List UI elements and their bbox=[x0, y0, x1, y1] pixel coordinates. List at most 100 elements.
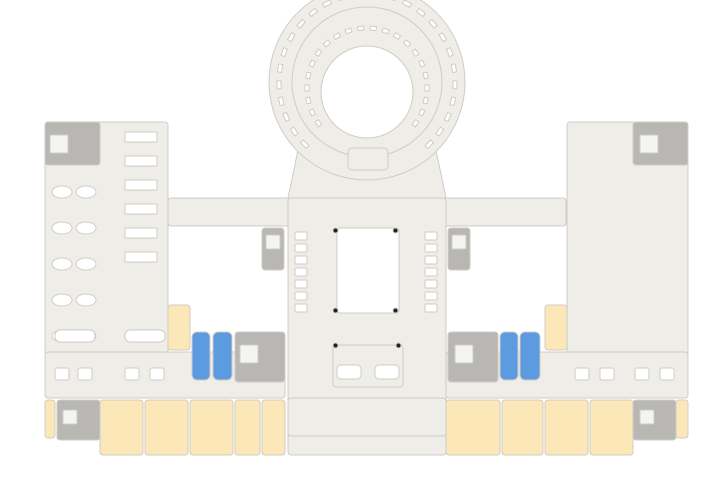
elevator bbox=[639, 134, 659, 154]
lounge-seating bbox=[124, 329, 166, 343]
office-room bbox=[544, 304, 568, 351]
round-table bbox=[51, 221, 73, 235]
office-room bbox=[234, 399, 261, 456]
table-set bbox=[54, 367, 70, 381]
desk-row bbox=[124, 203, 158, 215]
stage bbox=[347, 147, 389, 171]
office-room bbox=[544, 399, 589, 456]
desk bbox=[294, 303, 308, 313]
seat-outer bbox=[307, 7, 319, 18]
seat-outer bbox=[450, 63, 458, 74]
pool bbox=[519, 331, 541, 381]
seat-outer bbox=[277, 96, 285, 107]
reception-desk bbox=[336, 364, 362, 380]
seat-outer bbox=[286, 32, 296, 43]
desk-row bbox=[124, 227, 158, 239]
round-table bbox=[51, 293, 73, 307]
seat-outer bbox=[280, 47, 289, 58]
elevator bbox=[454, 344, 474, 364]
office-room bbox=[189, 399, 234, 456]
round-table bbox=[75, 293, 97, 307]
seat-inner bbox=[411, 48, 420, 58]
elevator bbox=[639, 409, 655, 425]
seat-inner bbox=[308, 108, 316, 117]
seat-inner bbox=[305, 96, 312, 105]
elevator bbox=[49, 134, 69, 154]
table-set bbox=[149, 367, 165, 381]
table-set bbox=[634, 367, 650, 381]
seat-inner bbox=[369, 25, 378, 32]
seat-outer bbox=[276, 63, 284, 74]
desk bbox=[294, 255, 308, 265]
elevator bbox=[62, 409, 78, 425]
seat-inner bbox=[308, 59, 316, 68]
office-room bbox=[167, 304, 191, 351]
desk bbox=[294, 231, 308, 241]
reception-desk bbox=[374, 364, 400, 380]
desk bbox=[424, 279, 438, 289]
table-set bbox=[124, 367, 140, 381]
seat-outer bbox=[449, 96, 457, 107]
round-table bbox=[51, 257, 73, 271]
pool bbox=[212, 331, 233, 381]
seat-inner bbox=[314, 48, 323, 58]
desk bbox=[294, 279, 308, 289]
column bbox=[332, 307, 339, 314]
seat-outer bbox=[282, 111, 291, 123]
furniture bbox=[51, 131, 675, 381]
round-table bbox=[75, 185, 97, 199]
office-room bbox=[445, 399, 501, 456]
seat-outer bbox=[401, 0, 413, 8]
desk-row bbox=[124, 251, 158, 263]
desk bbox=[424, 231, 438, 241]
seat-outer bbox=[415, 7, 427, 18]
desk-row bbox=[124, 155, 158, 167]
office-room bbox=[501, 399, 544, 456]
desk bbox=[294, 291, 308, 301]
seat-inner bbox=[314, 118, 323, 128]
floor-areas bbox=[44, 121, 689, 456]
rooms bbox=[44, 121, 689, 456]
seat-inner bbox=[356, 25, 365, 32]
seat-inner bbox=[304, 84, 310, 92]
seat-outer bbox=[435, 126, 445, 137]
table-set bbox=[599, 367, 615, 381]
elevator bbox=[239, 344, 259, 364]
seat-outer bbox=[428, 18, 438, 29]
seat-outer bbox=[289, 126, 299, 137]
seat-outer bbox=[445, 47, 454, 58]
desk bbox=[424, 255, 438, 265]
seat-outer bbox=[296, 18, 306, 29]
column bbox=[392, 307, 399, 314]
office-room bbox=[261, 399, 286, 456]
round-table bbox=[75, 221, 97, 235]
seat-inner bbox=[305, 71, 312, 80]
pool bbox=[191, 331, 211, 381]
office-room bbox=[99, 399, 144, 456]
office-room bbox=[44, 399, 56, 439]
seat-inner bbox=[402, 39, 412, 48]
office-room bbox=[675, 399, 689, 439]
desk-row bbox=[124, 131, 158, 143]
seat-outer bbox=[299, 139, 310, 150]
desk bbox=[424, 303, 438, 313]
table-set bbox=[659, 367, 675, 381]
seat-inner bbox=[411, 118, 420, 128]
seat-inner bbox=[424, 84, 430, 92]
column bbox=[392, 227, 399, 234]
elevator bbox=[451, 234, 467, 250]
table-set bbox=[77, 367, 93, 381]
desk bbox=[294, 243, 308, 253]
seat-inner bbox=[418, 59, 426, 68]
seat-outer bbox=[276, 80, 282, 90]
desk bbox=[424, 243, 438, 253]
column bbox=[332, 227, 339, 234]
seat-inner bbox=[418, 108, 426, 117]
table-set bbox=[574, 367, 590, 381]
seat-inner bbox=[332, 32, 342, 40]
round-table bbox=[75, 257, 97, 271]
seat-inner bbox=[344, 27, 353, 35]
seat-outer bbox=[452, 80, 458, 90]
seat-outer bbox=[443, 111, 452, 123]
